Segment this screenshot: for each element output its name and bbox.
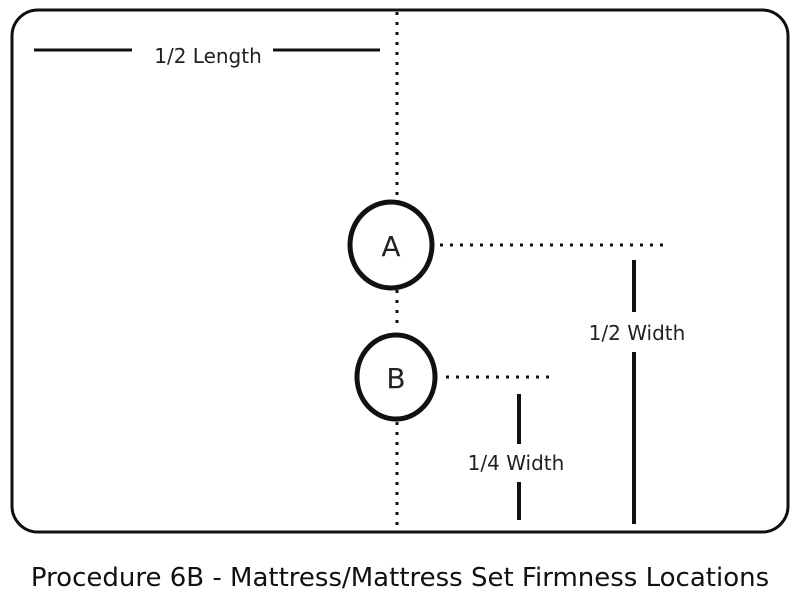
half-length-label: 1/2 Length xyxy=(154,44,262,68)
point-a-circle xyxy=(347,199,435,291)
half-width-label: 1/2 Width xyxy=(589,321,686,345)
point-b-circle xyxy=(354,332,438,422)
mattress-outline xyxy=(10,8,790,534)
quarter-width-label: 1/4 Width xyxy=(468,451,565,475)
figure-caption: Procedure 6B - Mattress/Mattress Set Fir… xyxy=(30,563,770,593)
point-a-label: A xyxy=(381,230,400,263)
point-b-label: B xyxy=(386,362,405,395)
firmness-location-diagram: 1/2 Length A B 1/2 Width 1/4 Width xyxy=(10,8,790,534)
